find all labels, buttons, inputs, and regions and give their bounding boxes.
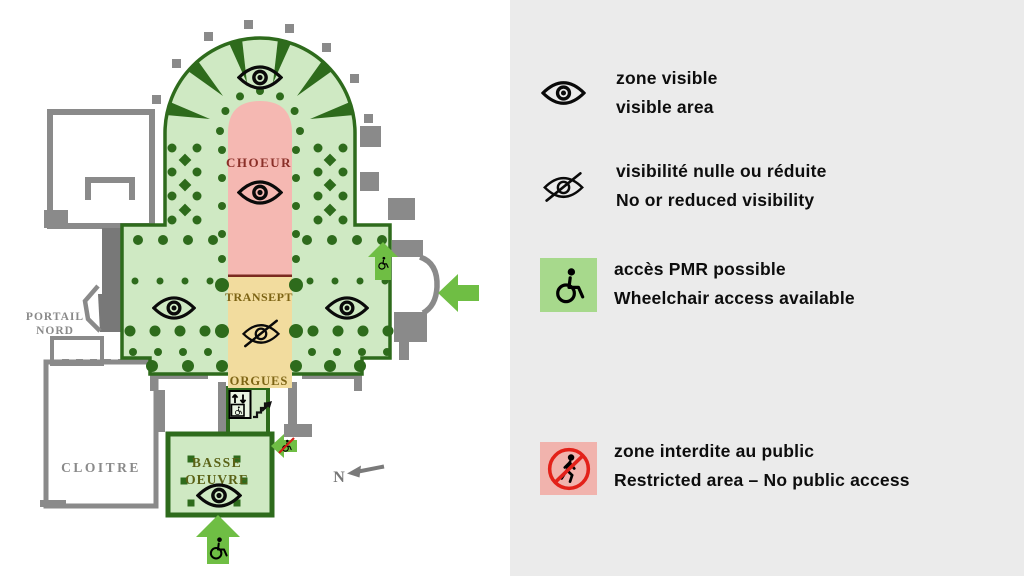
zone-reduced-crossing [228,277,292,388]
label-orgues: ORGUES [230,374,289,388]
eye-icon [541,79,586,107]
legend-item-restricted: zone interdite au public Restricted area… [614,437,910,495]
label-basse-2: OEUVRE [185,472,249,487]
no-pedestrian-icon [546,446,592,492]
legend-wheelchair-en: Wheelchair access available [614,288,855,308]
label-transept: TRANSEPT [225,290,293,304]
entrance-arrow-no-wheelchair [271,434,297,458]
legend-wheelchair-fr: accès PMR possible [614,259,786,279]
zone-restricted-choir [228,101,292,277]
columns-and-chapels [124,39,394,507]
legend-visible-fr: zone visible [616,68,718,88]
wheelchair-icon [550,266,588,304]
legend-wheelchair-box [540,258,597,312]
eye-slash-icon [541,170,586,203]
label-cloitre: CLOITRE [61,460,141,475]
label-basse-1: BASSE [192,455,242,470]
entrance-arrow-north-transept-wheelchair [368,242,398,280]
entrance-arrow-west-wheelchair [196,515,240,564]
legend-item-reduced: visibilité nulle ou réduite No or reduce… [616,157,827,215]
legend-restricted-en: Restricted area – No public access [614,470,910,490]
legend-item-visible: zone visible visible area [616,64,718,122]
legend-restricted-box [540,442,597,495]
label-choeur: CHOEUR [226,155,292,170]
label-portail-nord-2: NORD [36,325,74,337]
north-arrow-icon [347,464,385,478]
label-portail-nord-1: PORTAIL [26,311,84,323]
elevator-icon [228,390,252,419]
legend-restricted-fr: zone interdite au public [614,441,815,461]
stairs-icon [253,401,272,419]
legend-panel: zone visible visible area visibilité nul… [510,0,1024,576]
legend-item-wheelchair: accès PMR possible Wheelchair access ava… [614,255,855,313]
entrance-arrow-south-portal [438,274,479,312]
legend-visible-en: visible area [616,97,714,117]
legend-reduced-en: No or reduced visibility [616,190,815,210]
label-north: N [333,469,345,486]
cathedral-floor-plan: CHOEUR TRANSEPT ORGUES BASSE OEUVRE CLOI… [0,0,512,576]
legend-reduced-fr: visibilité nulle ou réduite [616,161,827,181]
